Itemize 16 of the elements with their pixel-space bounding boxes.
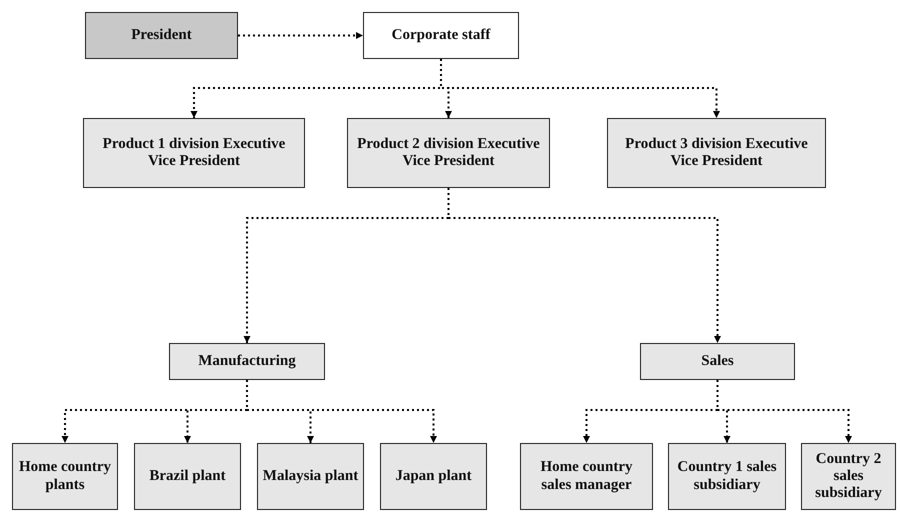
org-chart-box: Product 2 division Executive Vice President (347, 118, 550, 188)
org-chart-box: Manufacturing (169, 343, 325, 380)
dotted-arrow (238, 32, 363, 39)
dotted-arrow (716, 380, 852, 443)
org-chart-box: Home country plants (12, 443, 118, 510)
org-chart-box: Japan plant (380, 443, 487, 510)
org-chart-box: Country 2 sales subsidiary (801, 443, 896, 510)
org-chart-box: Malaysia plant (257, 443, 364, 510)
org-chart-box: Country 1 sales subsidiary (668, 443, 786, 510)
org-chart-box: Home country sales manager (520, 443, 653, 510)
org-chart-box: President (85, 12, 238, 59)
org-chart-box: Product 3 division Executive Vice President (607, 118, 826, 188)
org-chart-box: Brazil plant (134, 443, 241, 510)
org-chart-box: Product 1 division Executive Vice President (83, 118, 305, 188)
org-chart-box: Corporate staff (363, 12, 519, 59)
org-chart-box: Sales (640, 343, 795, 380)
